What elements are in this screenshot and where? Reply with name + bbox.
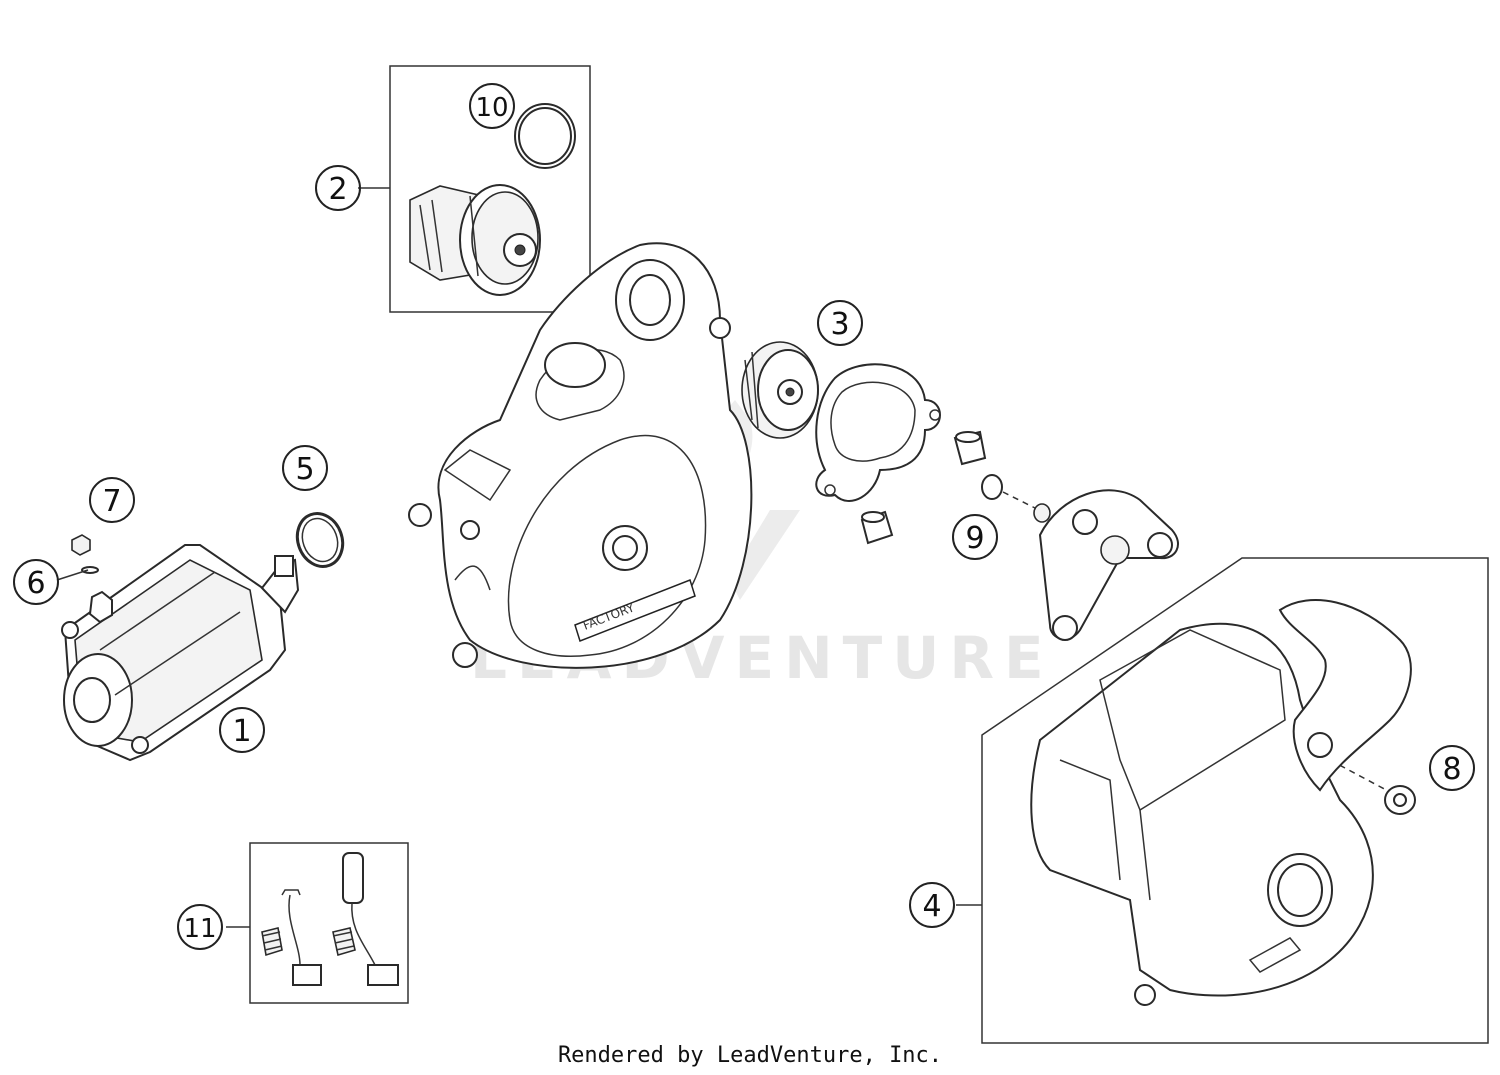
svg-text:8: 8 xyxy=(1442,752,1461,787)
svg-text:4: 4 xyxy=(922,889,941,924)
svg-text:6: 6 xyxy=(26,566,45,601)
group-box-2 xyxy=(389,65,591,313)
svg-text:2: 2 xyxy=(328,172,347,207)
callout-10[interactable]: 10 xyxy=(469,83,515,129)
washer-small xyxy=(1033,503,1051,523)
group-box-4 xyxy=(981,557,1489,1044)
gasket xyxy=(815,363,941,502)
footer-caption: Rendered by LeadVenture, Inc. xyxy=(558,1043,942,1068)
callout-5[interactable]: 5 xyxy=(282,445,328,491)
starter-motor xyxy=(61,544,300,762)
terminal-nut xyxy=(71,534,99,574)
ignition-cover: FACTORY xyxy=(408,242,753,669)
outer-cover xyxy=(1030,599,1412,1006)
callout-6[interactable]: 6 xyxy=(13,559,59,605)
o-ring-9 xyxy=(981,474,1003,500)
callout-8[interactable]: 8 xyxy=(1429,745,1475,791)
callout-7[interactable]: 7 xyxy=(89,477,135,523)
svg-text:1: 1 xyxy=(232,714,251,749)
svg-text:7: 7 xyxy=(102,484,121,519)
o-ring-5 xyxy=(295,512,345,568)
svg-text:3: 3 xyxy=(830,307,849,342)
svg-text:11: 11 xyxy=(183,914,216,944)
callout-4[interactable]: 4 xyxy=(909,882,955,928)
dowel-pins xyxy=(860,430,987,545)
bearing-bracket xyxy=(1038,489,1179,641)
group-box-11 xyxy=(249,842,409,1004)
intermediate-gear xyxy=(741,341,819,439)
starter-drive-gear xyxy=(409,103,576,296)
callout-1[interactable]: 1 xyxy=(219,707,265,753)
svg-text:10: 10 xyxy=(475,93,508,123)
leader-lines xyxy=(56,187,982,928)
callout-9[interactable]: 9 xyxy=(952,514,998,560)
svg-text:5: 5 xyxy=(295,452,314,487)
callout-3[interactable]: 3 xyxy=(817,300,863,346)
callout-11[interactable]: 11 xyxy=(177,904,223,950)
callout-2[interactable]: 2 xyxy=(315,165,361,211)
brush-kit xyxy=(261,852,399,986)
svg-text:9: 9 xyxy=(965,521,984,556)
